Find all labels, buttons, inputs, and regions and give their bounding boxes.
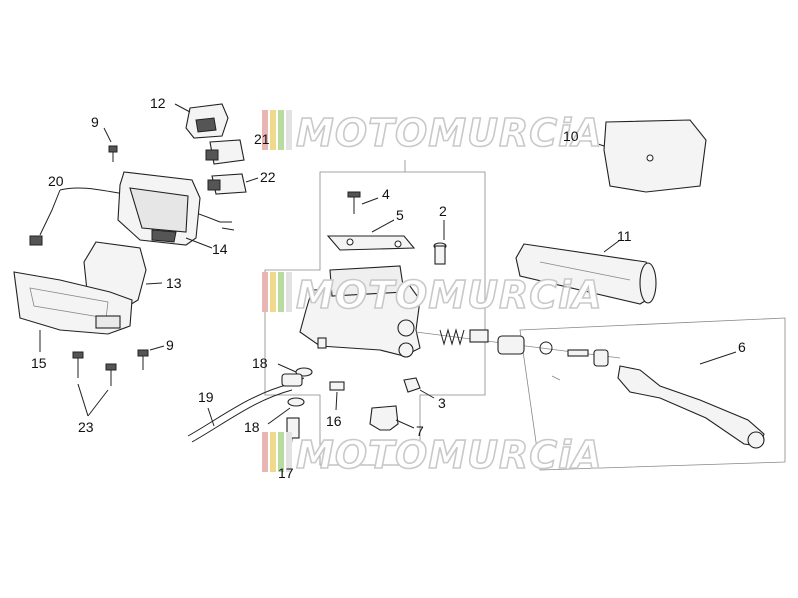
label-5: 5 [396, 207, 404, 223]
reservoir-cap-5 [326, 219, 416, 251]
label-9-top: 9 [91, 114, 99, 130]
screw-9-top [103, 127, 118, 162]
nut-3 [403, 377, 435, 399]
cover-cap-10 [585, 119, 707, 193]
label-16: 16 [326, 413, 342, 429]
label-22: 22 [260, 169, 276, 185]
label-7: 7 [416, 423, 424, 439]
lever-6 [551, 351, 765, 449]
switch-22 [207, 173, 259, 195]
label-3: 3 [438, 395, 446, 411]
label-11: 11 [617, 228, 632, 244]
screws-23 [72, 351, 117, 417]
washer-18-bottom [267, 397, 305, 425]
label-18-top: 18 [252, 355, 268, 371]
watermark-bottom: MOTOMURCiA [262, 432, 603, 478]
label-17: 17 [278, 465, 294, 481]
switch-block-12 [174, 103, 229, 139]
bolt-2 [433, 220, 447, 265]
label-20: 20 [48, 173, 64, 189]
label-21: 21 [254, 131, 270, 147]
watermark-text: MOTOMURCiA [296, 111, 603, 155]
label-19: 19 [198, 389, 214, 405]
assembly-frame [264, 160, 786, 471]
clamp-7 [369, 405, 415, 431]
master-cylinder-body [299, 265, 421, 358]
piston-assembly [415, 328, 621, 367]
label-15: 15 [31, 355, 47, 371]
screw-4 [347, 191, 379, 214]
screw-9-bottom [137, 345, 165, 370]
label-23: 23 [78, 419, 94, 435]
label-12: 12 [150, 95, 166, 111]
grip-11 [515, 239, 657, 305]
label-18-bottom: 18 [244, 419, 260, 435]
watermark-top: MOTOMURCiA [262, 110, 603, 156]
label-14: 14 [212, 241, 228, 257]
lower-housing-15 [13, 271, 133, 352]
label-10: 10 [563, 128, 579, 144]
watermark-text: MOTOMURCiA [296, 433, 603, 477]
label-9-bottom: 9 [166, 337, 174, 353]
watermark-text: MOTOMURCiA [296, 273, 603, 317]
label-6: 6 [738, 339, 746, 355]
label-2: 2 [439, 203, 447, 219]
switch-housing-14 [117, 171, 213, 249]
part-labels: 12 21 22 9 20 14 13 15 9 23 10 11 4 5 2 … [31, 95, 746, 481]
bleed-screw-16 [329, 381, 345, 411]
watermark-middle: MOTOMURCiA [262, 272, 603, 318]
label-4: 4 [382, 186, 390, 202]
label-13: 13 [166, 275, 182, 291]
switch-21 [205, 139, 245, 165]
brake-hose-19 [187, 373, 305, 443]
